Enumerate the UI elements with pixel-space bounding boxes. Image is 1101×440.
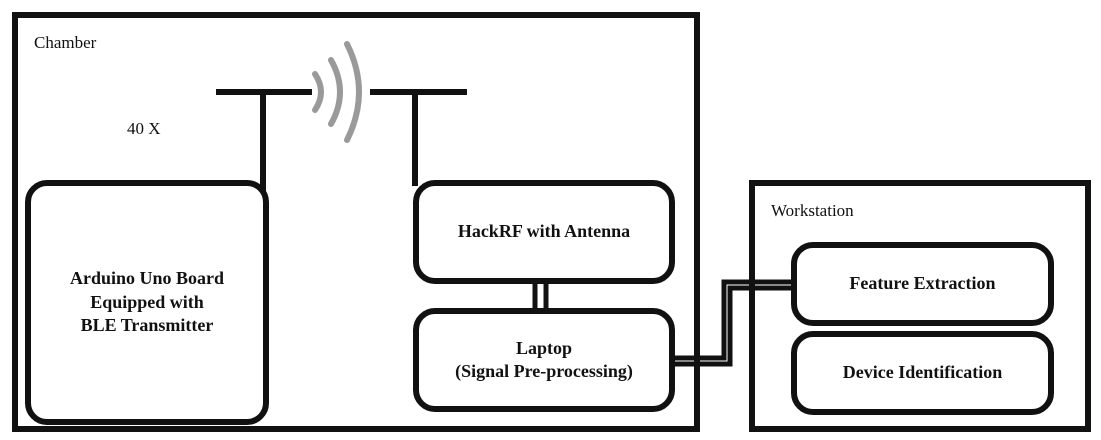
feature-extraction-label: Feature Extraction bbox=[849, 273, 996, 294]
arduino-label: Arduino Uno Board Equipped with BLE Tran… bbox=[69, 268, 225, 336]
device-identification-node: Device Identification bbox=[791, 331, 1054, 415]
laptop-workstation-link-inner bbox=[674, 285, 794, 367]
chamber-title: Chamber bbox=[34, 33, 97, 52]
laptop-label: Laptop (Signal Pre-processing) bbox=[455, 337, 633, 381]
arduino-node: Arduino Uno Board Equipped with BLE Tran… bbox=[25, 180, 269, 425]
device-identification-label: Device Identification bbox=[842, 362, 1003, 383]
workstation-title: Workstation bbox=[771, 201, 854, 220]
hackrf-node: HackRF with Antenna bbox=[413, 180, 675, 284]
feature-extraction-node: Feature Extraction bbox=[791, 242, 1054, 326]
device-count-label: 40 X bbox=[127, 119, 161, 138]
wireless-signal-icon bbox=[312, 41, 362, 143]
workstation-frame bbox=[749, 180, 1091, 432]
hackrf-label: HackRF with Antenna bbox=[457, 221, 631, 242]
laptop-workstation-link-outer bbox=[674, 279, 794, 361]
laptop-node: Laptop (Signal Pre-processing) bbox=[413, 308, 675, 412]
chamber-frame bbox=[12, 12, 700, 432]
